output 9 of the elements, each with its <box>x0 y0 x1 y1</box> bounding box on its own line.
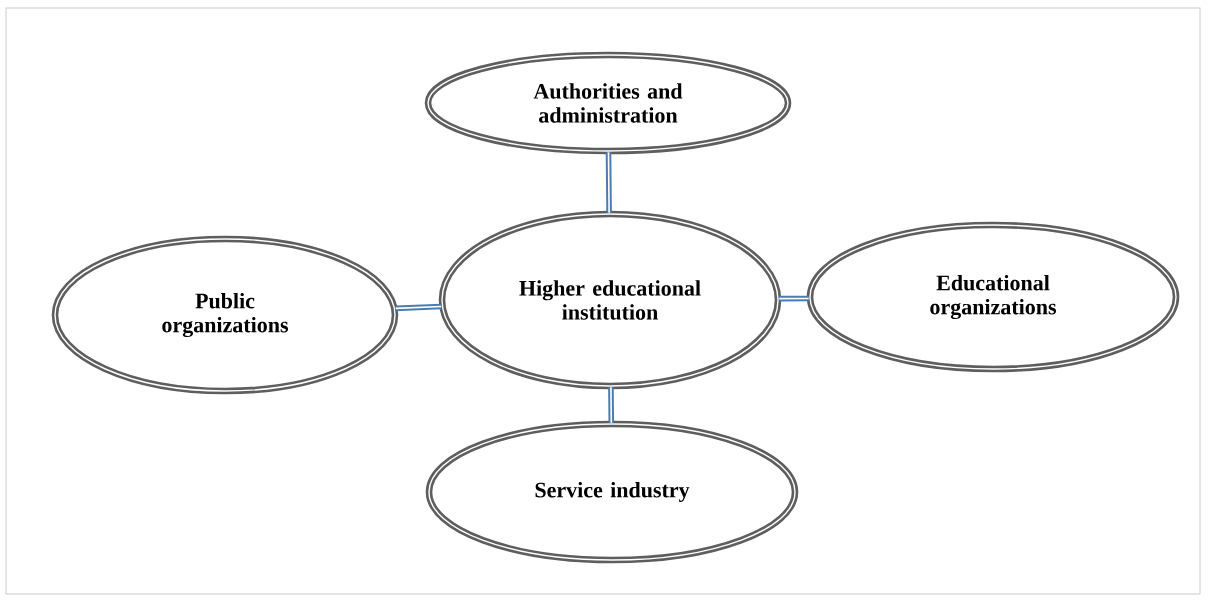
ellipse-node: Service industry <box>425 420 799 564</box>
ellipse-node: Authorities and administration <box>424 51 792 155</box>
ellipse-node: Public organizations <box>51 235 399 395</box>
double-line-connector <box>605 151 612 214</box>
double-line-connector <box>394 303 442 312</box>
double-line-connector <box>778 295 810 302</box>
double-line-connector <box>608 386 615 424</box>
ellipse-node: Educational organizations <box>806 221 1180 373</box>
ellipse-node: Higher educational institution <box>438 210 782 390</box>
